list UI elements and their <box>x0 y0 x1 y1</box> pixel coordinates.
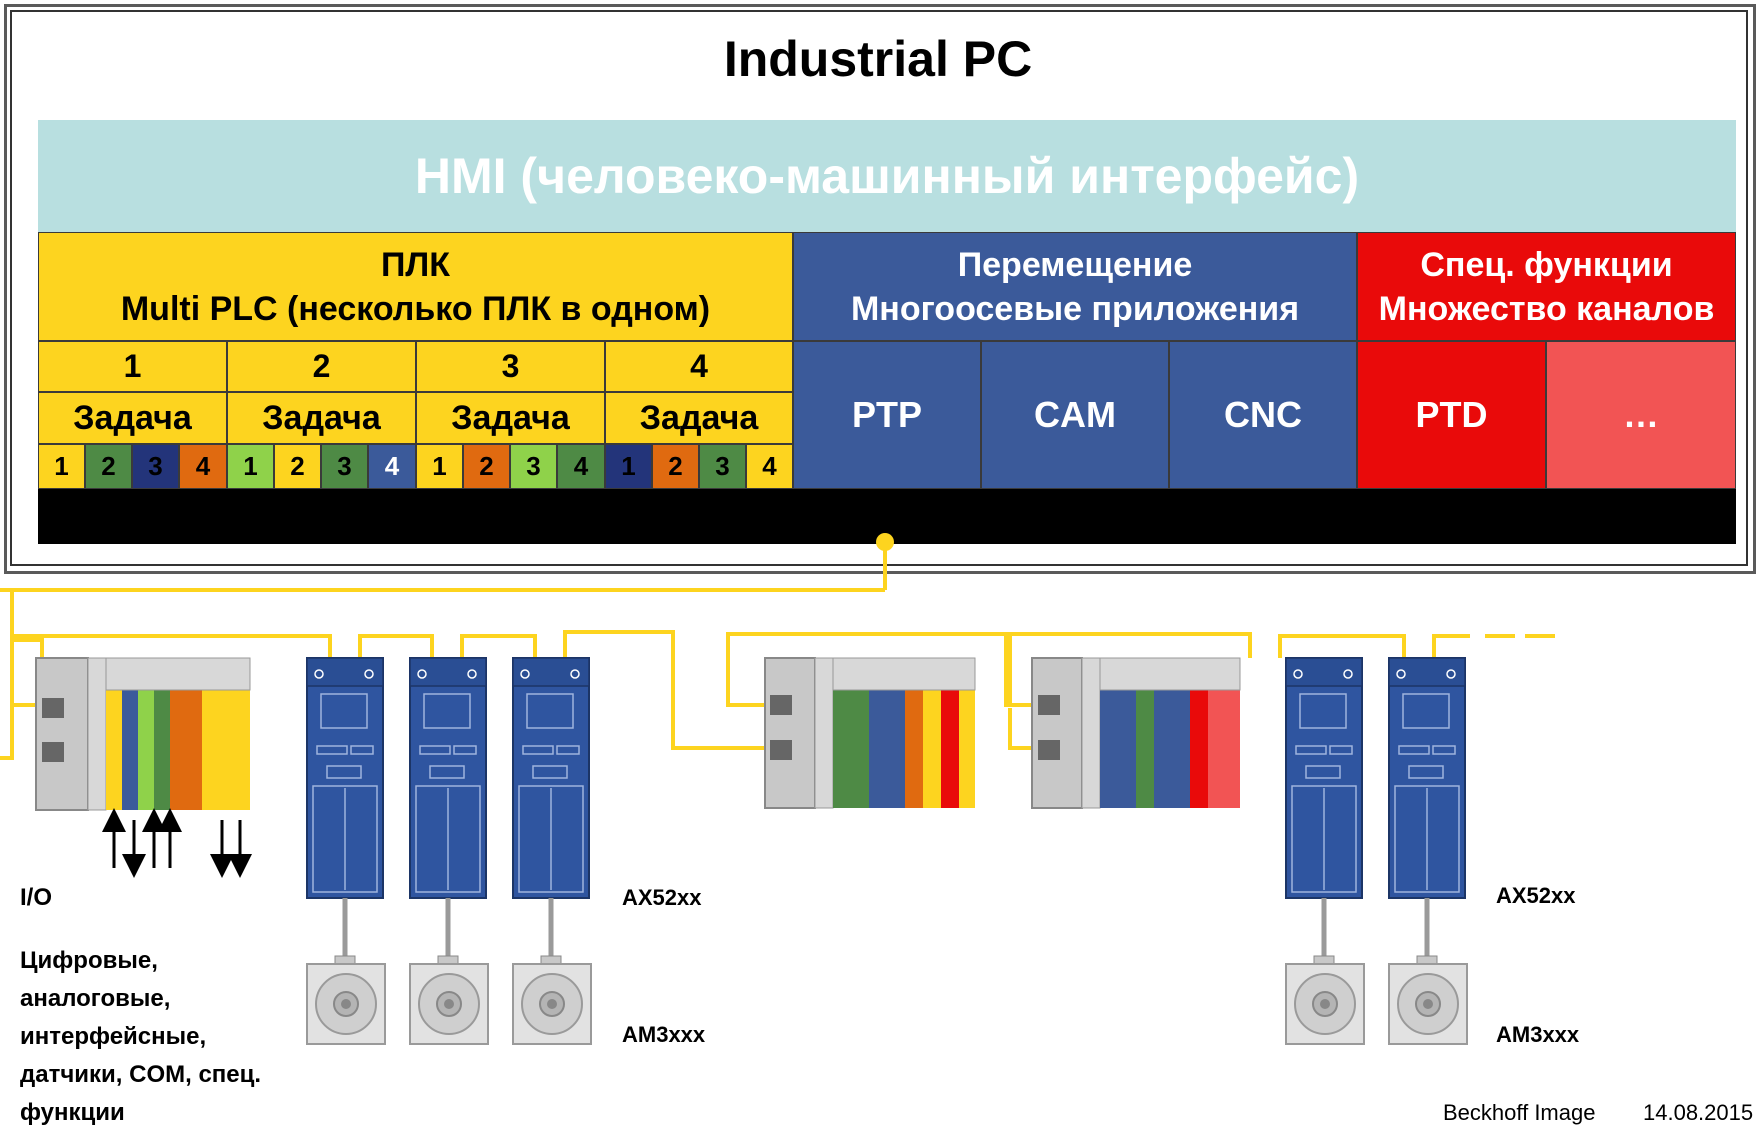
special-ptd: PTD <box>1357 341 1546 489</box>
subtask-cell: 3 <box>699 444 746 489</box>
io-arrows <box>102 808 252 878</box>
plc-task-4: Задача <box>605 392 793 444</box>
subtask-cell: 2 <box>274 444 321 489</box>
subtask-cell: 4 <box>557 444 605 489</box>
subtask-cell: 3 <box>510 444 557 489</box>
servo-motor <box>1389 898 1467 1044</box>
special-more: … <box>1546 341 1736 489</box>
drive-label-right: AX52xx <box>1496 883 1576 908</box>
special-subtitle: Множество каналов <box>1378 289 1715 328</box>
subtask-cell: 4 <box>179 444 227 489</box>
plc-number-2: 2 <box>227 341 416 392</box>
io-description: Цифровые, аналоговые, интерфейсные, датч… <box>20 942 261 1132</box>
subtask-cell: 2 <box>463 444 510 489</box>
servo-drive <box>1285 657 1363 899</box>
subtask-cell: 1 <box>38 444 85 489</box>
motion-title: Перемещение <box>957 245 1193 284</box>
subtask-cell: 3 <box>321 444 368 489</box>
servo-motor <box>1286 898 1364 1044</box>
servo-drive <box>409 657 487 899</box>
plc-subtitle: Multi PLC (несколько ПЛК в одном) <box>120 289 711 328</box>
subtask-cell: 1 <box>416 444 463 489</box>
motor-label-right: AM3xxx <box>1496 1022 1580 1047</box>
servo-drive <box>306 657 384 899</box>
plc-number-4: 4 <box>605 341 793 392</box>
plc-number-1: 1 <box>38 341 227 392</box>
motion-cnc: CNC <box>1169 341 1357 489</box>
subtask-cell: 2 <box>85 444 132 489</box>
subtask-cell: 2 <box>652 444 699 489</box>
motion-ptp: PTP <box>793 341 981 489</box>
io-terminal-block-right <box>1031 657 1241 809</box>
special-title: Спец. функции <box>1420 245 1673 284</box>
io-desc-line: аналоговые, <box>20 985 171 1012</box>
plc-task-2: Задача <box>227 392 416 444</box>
servo-drive <box>512 657 590 899</box>
image-date: 14.08.2015 <box>1643 1100 1754 1125</box>
io-terminal-block-middle <box>764 657 976 809</box>
servo-motor <box>307 898 385 1044</box>
drive-label-left: AX52xx <box>622 885 702 910</box>
plc-header: ПЛК Multi PLC (несколько ПЛК в одном) <box>38 232 793 341</box>
subtask-cell: 4 <box>746 444 793 489</box>
industrial-pc-inner-frame <box>10 10 1748 566</box>
subtask-cell: 4 <box>368 444 416 489</box>
ethercat-cable <box>0 533 1555 760</box>
servo-drive <box>1388 657 1466 899</box>
servo-motor <box>410 898 488 1044</box>
io-desc-line: Цифровые, <box>20 947 158 974</box>
motor-label-left: AM3xxx <box>622 1022 706 1047</box>
servo-motor <box>513 898 591 1044</box>
subtask-cell: 1 <box>605 444 652 489</box>
subtask-cell: 1 <box>227 444 274 489</box>
hmi-layer: HMI (человеко-машинный интерфейс) <box>38 120 1736 232</box>
image-source: Beckhoff Image <box>1443 1100 1596 1125</box>
io-desc-line: интерфейсные, <box>20 1023 207 1050</box>
plc-number-3: 3 <box>416 341 605 392</box>
motion-cam: CAM <box>981 341 1169 489</box>
motion-header: Перемещение Многоосевые приложения <box>793 232 1357 341</box>
diagram-title: Industrial PC <box>723 31 1033 87</box>
io-label: I/O <box>20 884 53 911</box>
io-desc-line: датчики, COM, спец. <box>20 1061 262 1088</box>
io-desc-line: функции <box>20 1099 125 1126</box>
plc-task-1: Задача <box>38 392 227 444</box>
plc-task-3: Задача <box>416 392 605 444</box>
special-header: Спец. функции Множество каналов <box>1357 232 1736 341</box>
subtask-cell: 3 <box>132 444 179 489</box>
motion-subtitle: Многоосевые приложения <box>850 289 1300 328</box>
plc-title: ПЛК <box>380 245 451 284</box>
io-terminal-block-left <box>35 657 251 811</box>
